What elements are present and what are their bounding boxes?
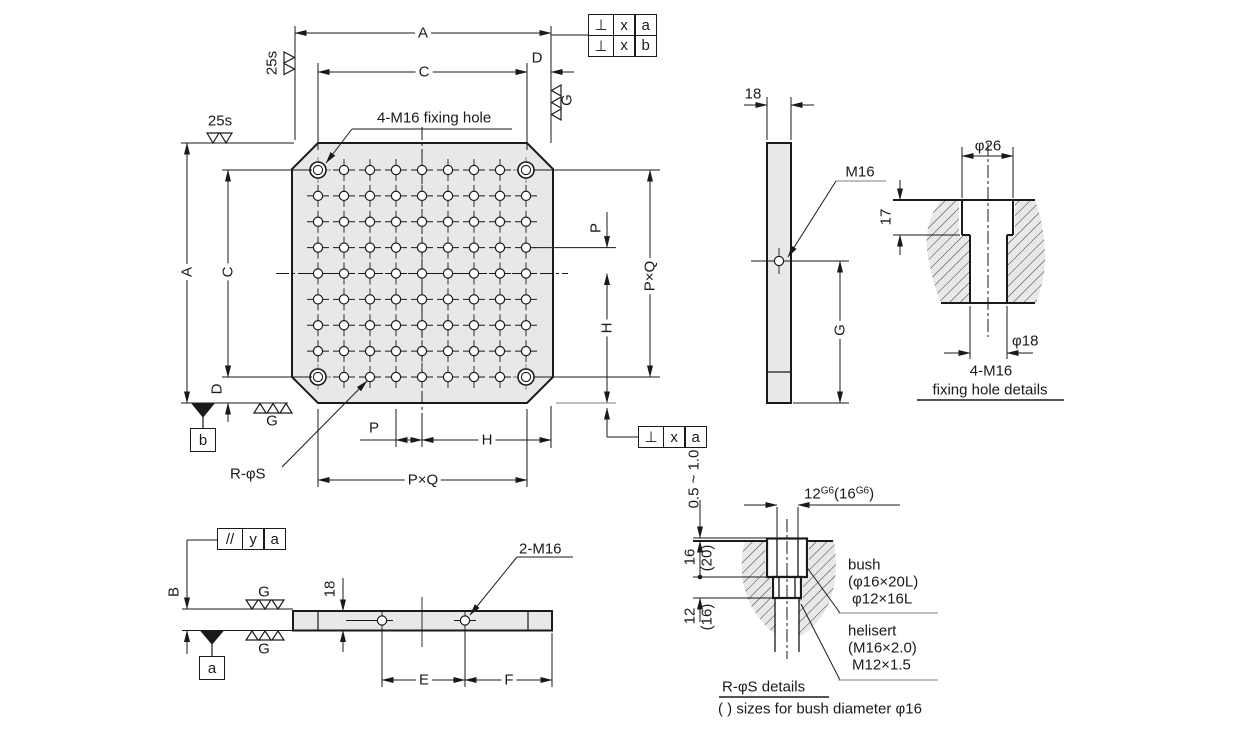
frame-datum: a — [634, 14, 658, 36]
bore-main: 12 — [804, 485, 821, 503]
frame-datum: a — [263, 528, 287, 550]
frame-symbol: ⊥ — [588, 14, 614, 36]
dim-e: E — [415, 672, 433, 688]
surface-g-bottom-main: G — [266, 412, 278, 430]
dim-b: B — [165, 586, 183, 598]
frame-tolerance: x — [612, 34, 636, 57]
gray-reference-lines — [556, 180, 938, 681]
side-view-hole-label: M16 — [845, 163, 875, 181]
dim-h-bottom: H — [478, 432, 496, 448]
side-view-thickness: 18 — [744, 85, 762, 103]
dim-d-top: D — [531, 49, 543, 67]
depth-lower-alt: (16) — [698, 603, 716, 631]
dim-c-left: C — [220, 263, 237, 281]
helisert-label-3: M12×1.5 — [852, 656, 911, 674]
radial-hole-label: R-φS — [230, 465, 266, 483]
surface-g-bl-top: G — [258, 583, 270, 601]
fixing-hole-callout: 4-M16 fixing hole — [377, 109, 492, 127]
bush-detail-note: ( ) sizes for bush diameter φ16 — [718, 700, 922, 718]
bore-sup: G6 — [820, 485, 835, 497]
dim-d-left: D — [208, 383, 226, 395]
dim-a-left: A — [179, 263, 196, 281]
helisert-label-2: (M16×2.0) — [848, 639, 917, 657]
surface-finish-symbols — [205, 51, 562, 641]
hole-grid — [305, 157, 539, 390]
depth-upper-alt: (20) — [698, 544, 716, 572]
bush-detail-caption: R-φS details — [722, 678, 806, 696]
dim-f: F — [501, 672, 517, 688]
fixing-hole-details-section — [893, 143, 1046, 337]
surface-25s-horizontal: 25s — [207, 112, 233, 130]
frame-tolerance: x — [612, 14, 636, 36]
counterbore-dia: φ26 — [974, 137, 1002, 155]
bush-details-section — [693, 519, 836, 659]
through-hole-dia: φ18 — [1012, 332, 1039, 350]
bush-label-1: bush — [848, 556, 881, 574]
dim-pq-right: P×Q — [642, 257, 659, 295]
surface-g-bl-bottom: G — [258, 640, 270, 658]
side-view-horizontal — [292, 597, 553, 647]
bottom-view-hole-callout: 2-M16 — [519, 540, 562, 558]
bore-close: ) — [869, 485, 875, 503]
datum-symbols — [190, 403, 225, 656]
frame-tolerance: y — [241, 528, 265, 550]
frame-tolerance: x — [662, 426, 686, 448]
bottom-view-thickness: 18 — [321, 580, 339, 598]
frame-datum: b — [634, 34, 658, 57]
tolerance-frame-top-row1: ⊥ x a — [588, 14, 658, 36]
dim-a-top: A — [414, 25, 432, 41]
plate-top-view — [276, 127, 568, 419]
depth-lower: 12 — [681, 607, 699, 625]
dim-p-bottom: P — [368, 419, 380, 437]
bore-dimension-label: 12G6(16G6) — [804, 485, 875, 503]
dim-p-right: P — [587, 222, 605, 234]
dim-pq-bottom: P×Q — [404, 472, 442, 488]
surface-g-top-right: G — [558, 94, 576, 106]
tolerance-frame-bottom-left: // y a — [217, 528, 287, 550]
bore-alt-sup: G6 — [855, 485, 870, 497]
dim-h-right: H — [599, 319, 616, 337]
datum-box-b: b — [190, 428, 216, 452]
helisert-label-1: helisert — [848, 622, 897, 640]
bush-label-2: (φ16×20L) — [848, 573, 919, 591]
counterbore-depth: 17 — [877, 208, 895, 226]
tolerance-frame-top-row2: ⊥ x b — [588, 34, 658, 57]
frame-symbol: ⊥ — [588, 34, 614, 57]
fixing-detail-caption-1: 4-M16 — [969, 362, 1013, 380]
tolerance-frame-mid: ⊥ x a — [638, 426, 708, 448]
bore-alt: (16 — [834, 485, 856, 503]
caption-underlines — [719, 399, 1064, 698]
frame-symbol: // — [217, 528, 243, 550]
dimension-arrow-segments — [184, 69, 1033, 654]
connector-lines — [187, 34, 841, 681]
frame-symbol: ⊥ — [638, 426, 664, 448]
surface-25s-vertical: 25s — [263, 50, 281, 76]
bush-label-3: φ12×16L — [852, 590, 913, 608]
protrusion-dim: 0.5 ~ 1.0 — [685, 449, 703, 509]
frame-datum: a — [684, 426, 708, 448]
datum-box-a: a — [199, 656, 225, 680]
dim-g-side: G — [832, 321, 849, 339]
depth-upper: 16 — [681, 548, 699, 566]
fixing-detail-caption-2: fixing hole details — [932, 381, 1048, 399]
dim-c-top: C — [415, 64, 433, 80]
side-view-vertical — [751, 142, 813, 404]
